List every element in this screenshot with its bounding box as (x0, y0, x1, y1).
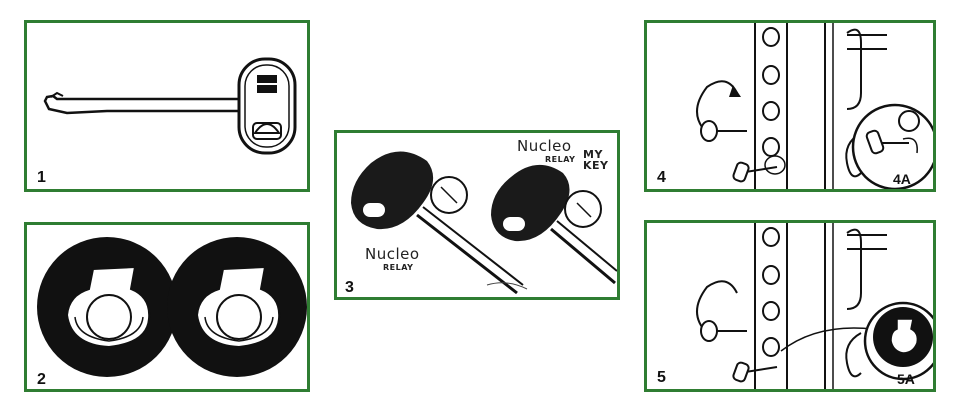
detail-4a-label: 4A (893, 171, 911, 187)
step-4-number: 4 (657, 169, 666, 186)
detail-4a (851, 103, 933, 189)
cylinder-disc-right (167, 237, 307, 377)
step-3-panel: Nucleo RELAY Nucleo RELAY MY KEY 3 (334, 130, 620, 300)
step-3-number: 3 (345, 279, 354, 296)
key-drawing (43, 57, 297, 155)
step-2-panel: 2 (24, 222, 310, 392)
brand-left-sub: RELAY (383, 263, 414, 272)
brand-right-extra: MY KEY (583, 148, 609, 172)
step-5-panel: 5A 5 (644, 220, 936, 392)
step-4-panel: 4A 4 (644, 20, 936, 192)
cylinder-discs (37, 237, 307, 377)
brand-right: Nucleo (517, 137, 572, 155)
brand-right-sub: RELAY (545, 155, 576, 164)
step-2-number: 2 (37, 371, 46, 388)
fob-right (491, 164, 617, 285)
door-lock-step-4 (696, 23, 933, 189)
detail-5a-label: 5A (897, 371, 915, 387)
step-1-panel: 1 (24, 20, 310, 192)
brand-left: Nucleo (365, 245, 420, 263)
door-lock-step-5 (696, 223, 933, 389)
key-fobs (351, 151, 617, 295)
fob-left (351, 151, 524, 295)
step-5-number: 5 (657, 369, 666, 386)
cylinder-disc-left (37, 237, 177, 377)
step-1-number: 1 (37, 169, 46, 186)
detail-5a (863, 301, 933, 381)
